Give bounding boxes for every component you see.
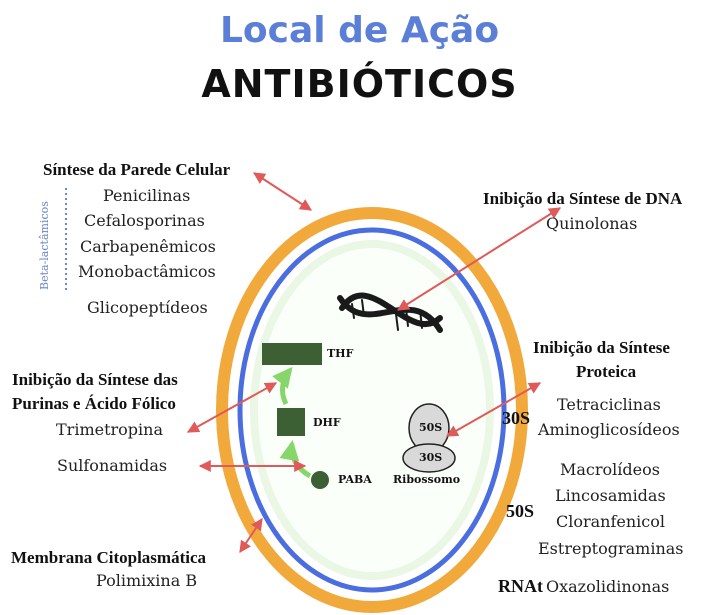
membrane-item: Polimixina B xyxy=(96,571,198,590)
dhf-block xyxy=(277,408,305,436)
subunit-50s-label: 50S xyxy=(506,501,535,521)
paba-dot xyxy=(311,471,329,489)
thf-block xyxy=(262,343,322,365)
cell-wall-item: Monobactâmicos xyxy=(78,262,216,281)
subunit-30s-label: 30S xyxy=(502,408,531,428)
ribosome-30s-label: 30S xyxy=(419,451,443,464)
ribosome-icon xyxy=(402,403,456,473)
cell-wall-item: Penicilinas xyxy=(103,186,191,205)
protein-30s-item: Aminoglicosídeos xyxy=(538,420,680,439)
beta-lactam-label: Beta-lactâmicos xyxy=(38,201,51,290)
diagram-title: Local de Ação xyxy=(219,10,500,51)
cell-wall-item: Glicopeptídeos xyxy=(87,298,208,317)
protein-30s-item: Tetraciclinas xyxy=(557,395,661,414)
protein-trna-item: Oxazolidinonas xyxy=(546,577,670,596)
arrow-membrane xyxy=(239,518,263,553)
folate-heading-line2: Purinas e Ácido Fólico xyxy=(12,394,176,413)
dna-helix-icon xyxy=(337,292,443,333)
folate-item: Trimetropina xyxy=(56,420,163,439)
diagram-subtitle: ANTIBIÓTICOS xyxy=(201,62,518,106)
arrow-dna xyxy=(396,207,562,311)
dna-heading: Inibição da Síntese de DNA xyxy=(483,189,683,208)
dna-item: Quinolonas xyxy=(546,214,638,233)
folate-item: Sulfonamidas xyxy=(57,456,168,475)
ribosome-label: Ribossomo xyxy=(393,473,461,486)
protein-heading-line1: Inibição da Síntese xyxy=(533,338,670,357)
protein-50s-item: Cloranfenicol xyxy=(556,512,666,531)
ribosome-50s-label: 50S xyxy=(419,421,443,434)
green-arrow-dhf-thf xyxy=(272,366,293,406)
protein-50s-item: Lincosamidas xyxy=(555,486,666,505)
thf-label: THF xyxy=(327,347,354,360)
folate-heading-line1: Inibição da Síntese das xyxy=(12,370,178,389)
protein-heading-line2: Proteica xyxy=(576,362,637,381)
membrane-heading: Membrana Citoplasmática xyxy=(11,548,207,567)
arrow-trimetropina xyxy=(186,382,278,433)
dhf-label: DHF xyxy=(313,416,341,429)
trna-label: RNAt xyxy=(498,576,543,596)
paba-label: PABA xyxy=(338,473,372,486)
arrow-cell-wall xyxy=(252,172,313,211)
protein-50s-item: Estreptograminas xyxy=(538,539,684,558)
arrow-protein xyxy=(445,382,542,437)
protein-50s-item: Macrolídeos xyxy=(560,460,660,479)
cell-wall-item: Carbapenêmicos xyxy=(80,237,216,256)
cell-wall-heading: Síntese da Parede Celular xyxy=(43,160,231,179)
cell-wall-item: Cefalosporinas xyxy=(84,211,205,230)
